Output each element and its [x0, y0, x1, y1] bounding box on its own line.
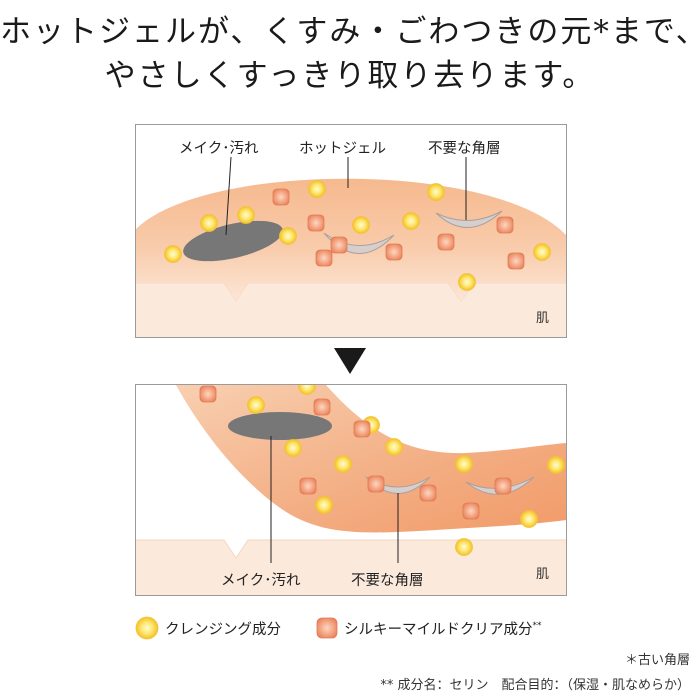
label-unneeded-keratin: 不要な角層 — [428, 141, 501, 157]
after-diagram — [136, 385, 566, 595]
skin-layer — [136, 283, 566, 337]
silky-particle — [496, 216, 514, 234]
label-unneeded-keratin: 不要な角層 — [351, 573, 424, 589]
legend-silky-label: シルキーマイルドクリア成分** — [344, 618, 542, 639]
cleansing-particle — [547, 456, 565, 474]
label-hot-gel: ホットジェル — [299, 141, 386, 157]
silky-particle — [315, 249, 333, 267]
cleansing-particle — [427, 183, 445, 201]
hot-gel-band — [176, 385, 566, 533]
legend-cleansing: クレンジング成分 — [135, 616, 281, 640]
cleansing-circle-icon — [135, 616, 159, 640]
label-makeup-dirt: メイク･汚れ — [179, 141, 259, 157]
silky-particle — [330, 236, 348, 254]
label-skin: 肌 — [536, 311, 550, 326]
cleansing-particle — [315, 496, 333, 514]
cleansing-particle — [402, 212, 420, 230]
makeup-dirt-blob — [183, 220, 283, 262]
cleansing-particle — [237, 206, 255, 224]
silky-particle — [419, 484, 437, 502]
silky-particle — [299, 477, 317, 495]
footnote-old-keratin: ＊古い角層 — [624, 653, 690, 668]
headline-line-2: やさしくすっきり取り去ります。 — [104, 58, 596, 94]
footnote-ingredient: ** 成分名：セリン 配合目的：（保湿・肌なめらか） — [380, 678, 690, 693]
cleansing-particle — [200, 214, 218, 232]
cleansing-particle — [458, 273, 476, 291]
legend-cleansing-label: クレンジング成分 — [165, 621, 281, 638]
silky-particle — [507, 252, 525, 270]
cleansing-particle — [284, 439, 302, 457]
headline-line-1: ホットジェルが、くすみ・ごわつきの元*まで、 — [0, 14, 700, 50]
legend-silky: シルキーマイルドクリア成分** — [316, 616, 542, 640]
silky-particle — [437, 233, 455, 251]
label-makeup-dirt: メイク･汚れ — [221, 573, 301, 589]
silky-particle — [313, 398, 331, 416]
keratin-flake — [435, 210, 503, 228]
cleansing-particle — [279, 227, 297, 245]
silky-particle — [307, 214, 325, 232]
cleansing-particle — [455, 455, 473, 473]
label-skin: 肌 — [536, 567, 550, 582]
makeup-dirt-blob — [228, 412, 332, 440]
cleansing-particle — [247, 396, 265, 414]
silky-particle — [272, 188, 290, 206]
silky-square-icon — [316, 617, 338, 639]
silky-particle — [199, 385, 217, 403]
silky-particle — [494, 477, 512, 495]
silky-particle — [385, 243, 403, 261]
silky-particle — [367, 475, 385, 493]
cleansing-particle — [308, 180, 326, 198]
cleansing-particle — [164, 245, 182, 263]
cleansing-particle — [352, 216, 370, 234]
silky-particle — [462, 502, 480, 520]
down-triangle-arrow-icon — [334, 348, 366, 374]
before-diagram-panel: メイク･汚れ ホットジェル 不要な角層 肌 — [135, 124, 567, 338]
cleansing-particle — [520, 510, 538, 528]
cleansing-particle — [533, 243, 551, 261]
cleansing-particle — [385, 438, 403, 456]
legend-silky-footnote-mark: ** — [532, 620, 542, 631]
keratin-flake — [465, 476, 535, 495]
silky-particle — [353, 420, 371, 438]
before-diagram — [136, 156, 566, 337]
after-diagram-panel: メイク･汚れ 不要な角層 肌 — [135, 384, 567, 596]
legend-silky-text: シルキーマイルドクリア成分 — [344, 621, 533, 638]
cleansing-particle — [455, 538, 473, 556]
cleansing-particle — [334, 455, 352, 473]
